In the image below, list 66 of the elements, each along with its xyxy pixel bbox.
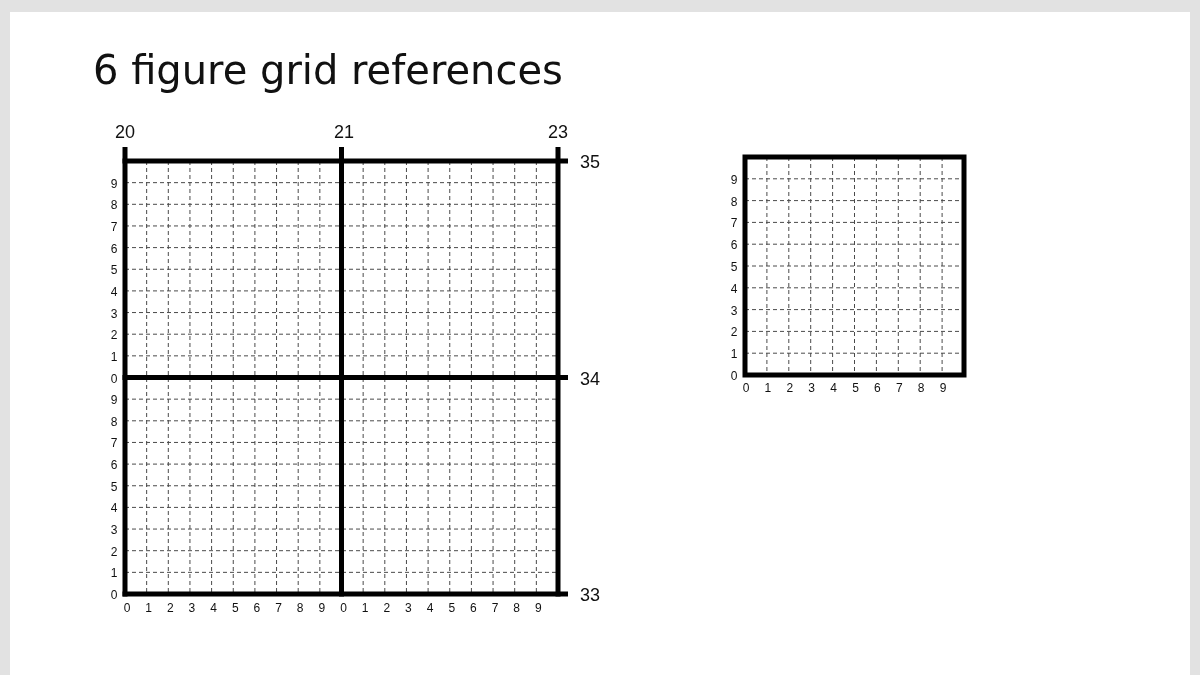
northing-digit: 8	[110, 199, 118, 212]
easting-digit: 2	[786, 382, 794, 394]
northing-digit: 0	[110, 372, 118, 385]
easting-digit: 1	[145, 602, 152, 614]
easting-digit: 1	[764, 382, 772, 394]
northing-digit: 6	[730, 239, 738, 252]
easting-digit: 8	[513, 602, 521, 614]
easting-digit: 8	[296, 602, 304, 614]
easting-digit: 7	[275, 602, 282, 614]
easting-digit: 0	[742, 382, 750, 394]
northing-digit: 6	[110, 459, 118, 472]
easting-digit: 5	[448, 602, 456, 614]
northing-digit: 6	[110, 242, 118, 255]
easting-digit: 2	[166, 602, 174, 614]
easting-digit: 1	[361, 602, 369, 614]
northing-digit: 0	[110, 589, 118, 601]
easting-digit: 4	[210, 602, 217, 614]
easting-digit: 6	[253, 602, 261, 614]
northing-number: 34	[580, 369, 600, 388]
easting-digit: 9	[318, 602, 326, 614]
easting-digit: 4	[426, 602, 434, 614]
easting-number: 21	[334, 123, 354, 141]
northing-digit: 7	[110, 220, 118, 233]
easting-digit: 9	[939, 382, 947, 394]
northing-digit: 1	[110, 350, 118, 363]
easting-digit: 7	[491, 602, 499, 614]
easting-digit: 5	[852, 382, 859, 394]
northing-digit: 3	[110, 524, 118, 537]
northing-digit: 5	[110, 264, 118, 277]
northing-digit: 5	[730, 261, 738, 273]
northing-digit: 7	[110, 437, 118, 450]
northing-number: 35	[580, 153, 600, 171]
northing-digit: 0	[730, 370, 738, 382]
easting-digit: 2	[383, 602, 391, 614]
northing-digit: 5	[110, 480, 118, 493]
easting-digit: 3	[405, 602, 412, 614]
northing-digit: 1	[730, 348, 738, 361]
easting-digit: 6	[470, 602, 477, 614]
northing-digit: 4	[730, 282, 738, 295]
northing-digit: 1	[110, 567, 118, 580]
northing-number: 33	[580, 586, 600, 604]
northing-digit: 2	[110, 329, 118, 342]
northing-digit: 7	[730, 217, 738, 230]
easting-digit: 8	[917, 382, 925, 394]
northing-digit: 3	[110, 307, 118, 320]
easting-digit: 0	[340, 602, 347, 614]
northing-digit: 9	[110, 394, 118, 407]
easting-digit: 7	[895, 382, 903, 394]
northing-digit: 3	[730, 304, 738, 317]
easting-digit: 3	[808, 382, 816, 394]
northing-digit: 4	[110, 502, 118, 515]
northing-digit: 8	[110, 415, 118, 428]
easting-number: 23	[548, 123, 568, 141]
northing-digit: 8	[730, 195, 738, 208]
northing-digit: 9	[730, 173, 738, 186]
easting-digit: 5	[231, 602, 239, 614]
northing-digit: 4	[110, 285, 118, 298]
northing-digit: 2	[110, 545, 118, 558]
northing-digit: 2	[730, 326, 738, 339]
easting-digit: 0	[123, 602, 131, 614]
easting-digit: 3	[188, 602, 196, 614]
easting-digit: 4	[830, 382, 837, 394]
easting-digit: 6	[874, 382, 881, 394]
easting-number: 20	[115, 123, 135, 141]
northing-digit: 9	[110, 177, 118, 190]
easting-digit: 9	[535, 602, 542, 614]
